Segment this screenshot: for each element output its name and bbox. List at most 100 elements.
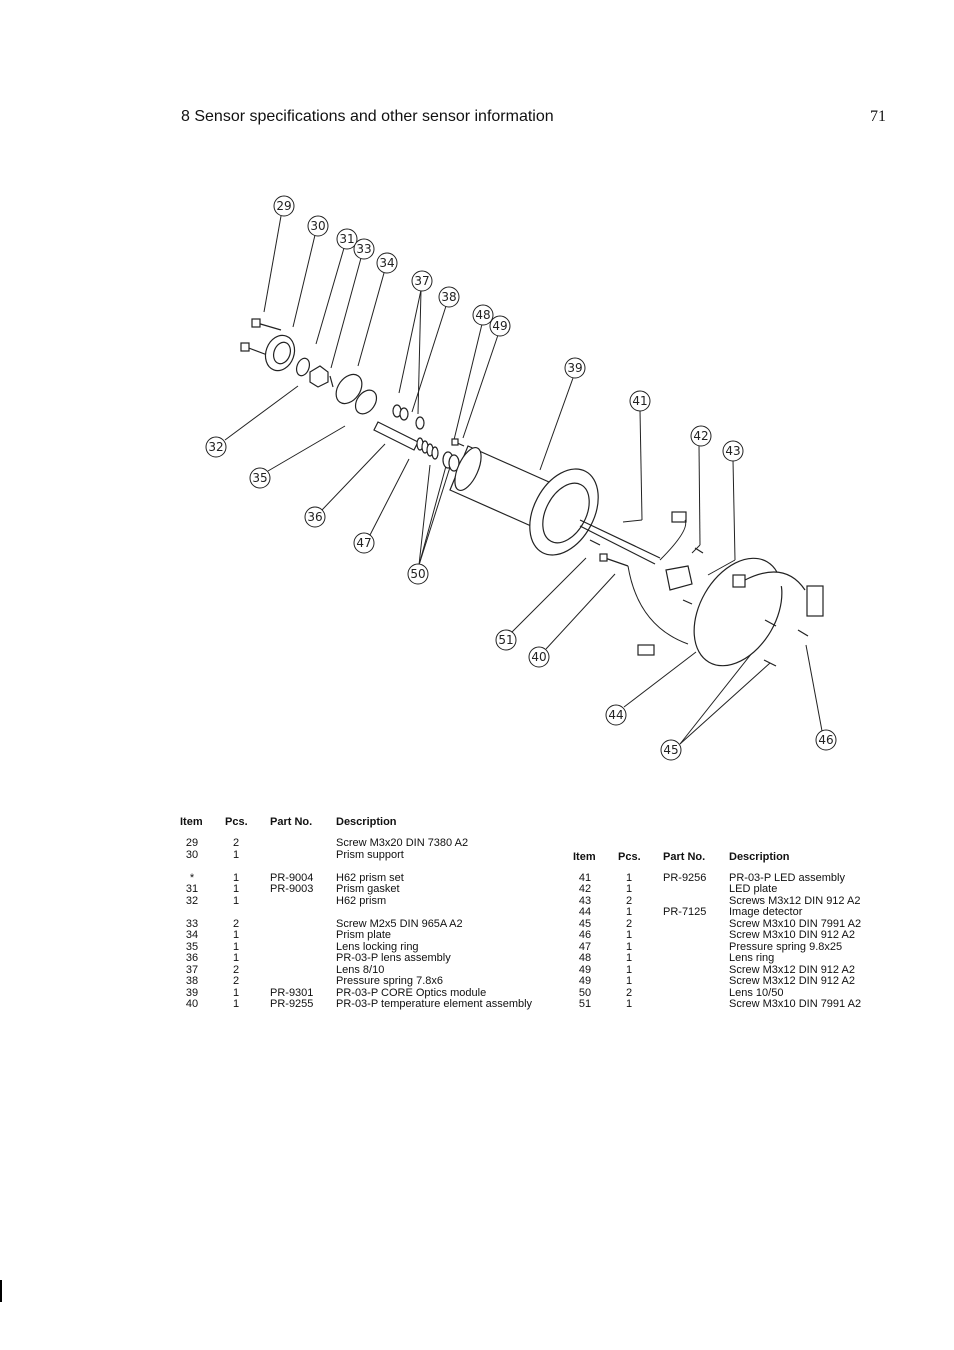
- callout-35: 35: [249, 467, 271, 489]
- cell-part-no: PR-7125: [663, 906, 707, 918]
- svg-text:35: 35: [252, 471, 267, 485]
- callout-29: 29: [273, 195, 295, 217]
- cell-description: Pressure spring 9.8x25: [729, 941, 843, 953]
- cell-description: Prism support: [336, 849, 404, 861]
- cell-item: 50: [578, 987, 592, 999]
- cell-pcs: 1: [625, 872, 633, 884]
- cell-pcs: 2: [625, 987, 633, 999]
- callout-48: 48: [472, 304, 494, 326]
- cell-item: 42: [578, 883, 592, 895]
- cell-pcs: 1: [232, 895, 240, 907]
- cell-pcs: 2: [232, 964, 240, 976]
- cell-description: Pressure spring 7.8x6: [336, 975, 443, 987]
- cell-description: H62 prism: [336, 895, 387, 907]
- cell-description: Image detector: [729, 906, 803, 918]
- callout-39: 39: [564, 357, 586, 379]
- cell-item: 49: [578, 975, 592, 987]
- cell-item: 47: [578, 941, 592, 953]
- cell-part-no: PR-9003: [270, 883, 314, 895]
- cell-pcs: 2: [232, 975, 240, 987]
- exploded-parts-diagram: 29 30 31 33 34 37 38 48 49 39 41 42 43 3…: [0, 180, 954, 800]
- svg-text:50: 50: [410, 567, 425, 581]
- cell-item: 43: [578, 895, 592, 907]
- cell-pcs: 1: [232, 987, 240, 999]
- cell-description: LED plate: [729, 883, 778, 895]
- cell-pcs: 1: [232, 929, 240, 941]
- column-header-pcs: Pcs.: [225, 816, 248, 828]
- cell-pcs: 1: [625, 883, 633, 895]
- cell-item: 34: [185, 929, 199, 941]
- cell-pcs: 1: [625, 941, 633, 953]
- callout-41: 41: [629, 390, 651, 412]
- cell-item: 44: [578, 906, 592, 918]
- callout-42: 42: [690, 425, 712, 447]
- cell-item: 31: [185, 883, 199, 895]
- cell-description: Lens locking ring: [336, 941, 419, 953]
- cell-pcs: 1: [232, 998, 240, 1010]
- cell-item: 33: [185, 918, 199, 930]
- svg-text:34: 34: [379, 256, 394, 270]
- cell-item: 41: [578, 872, 592, 884]
- cell-part-no: PR-9301: [270, 987, 314, 999]
- cell-pcs: 1: [625, 964, 633, 976]
- cell-description: Lens 8/10: [336, 964, 385, 976]
- svg-text:51: 51: [498, 633, 513, 647]
- cell-item: 37: [185, 964, 199, 976]
- callout-36: 36: [304, 506, 326, 528]
- column-header-part-no: Part No.: [270, 816, 313, 828]
- callout-43: 43: [722, 440, 744, 462]
- column-header-description: Description: [729, 851, 790, 863]
- callout-38: 38: [438, 286, 460, 308]
- cell-description: Screw M2x5 DIN 965A A2: [336, 918, 463, 930]
- cell-pcs: 1: [232, 849, 240, 861]
- column-header-item: Item: [573, 851, 596, 863]
- cell-description: Lens 10/50: [729, 987, 784, 999]
- cell-pcs: 1: [625, 906, 633, 918]
- svg-text:41: 41: [632, 394, 647, 408]
- svg-text:36: 36: [307, 510, 322, 524]
- svg-text:29: 29: [276, 199, 291, 213]
- callout-33: 33: [353, 238, 375, 260]
- cell-item: 32: [185, 895, 199, 907]
- svg-text:46: 46: [818, 733, 833, 747]
- column-header-pcs: Pcs.: [618, 851, 641, 863]
- callout-32: 32: [205, 436, 227, 458]
- cell-pcs: 1: [232, 872, 240, 884]
- cell-item: 40: [185, 998, 199, 1010]
- cell-description: PR-03-P temperature element assembly: [336, 998, 533, 1010]
- callout-44: 44: [605, 704, 627, 726]
- callout-51: 51: [495, 629, 517, 651]
- cell-description: PR-03-P CORE Optics module: [336, 987, 487, 999]
- cell-pcs: 1: [625, 929, 633, 941]
- svg-text:39: 39: [567, 361, 582, 375]
- cell-item: 39: [185, 987, 199, 999]
- leader-lines: [224, 215, 823, 745]
- cell-pcs: 2: [232, 918, 240, 930]
- svg-text:32: 32: [208, 440, 223, 454]
- callout-40: 40: [528, 646, 550, 668]
- cell-description: Screw M3x20 DIN 7380 A2: [336, 837, 469, 849]
- page-number: 71: [870, 108, 886, 125]
- column-header-item: Item: [180, 816, 203, 828]
- cell-pcs: 2: [232, 837, 240, 849]
- parts-drawing: [240, 318, 824, 667]
- svg-text:49: 49: [492, 319, 507, 333]
- cell-item: 48: [578, 952, 592, 964]
- cell-item: 49: [578, 964, 592, 976]
- section-heading: 8 Sensor specifications and other sensor…: [181, 108, 554, 125]
- cell-description: PR-03-P lens assembly: [336, 952, 451, 964]
- cell-pcs: 1: [625, 975, 633, 987]
- cell-item: *: [189, 872, 195, 884]
- cell-description: H62 prism set: [336, 872, 404, 884]
- cell-item: 30: [185, 849, 199, 861]
- cell-pcs: 1: [232, 941, 240, 953]
- svg-text:47: 47: [356, 536, 371, 550]
- cell-pcs: 1: [625, 998, 633, 1010]
- svg-text:44: 44: [608, 708, 623, 722]
- cell-pcs: 2: [625, 895, 633, 907]
- cell-item: 46: [578, 929, 592, 941]
- column-header-description: Description: [336, 816, 397, 828]
- cell-description: Screw M3x10 DIN 912 A2: [729, 929, 855, 941]
- callout-31: 31: [336, 228, 358, 250]
- cell-description: Prism plate: [336, 929, 392, 941]
